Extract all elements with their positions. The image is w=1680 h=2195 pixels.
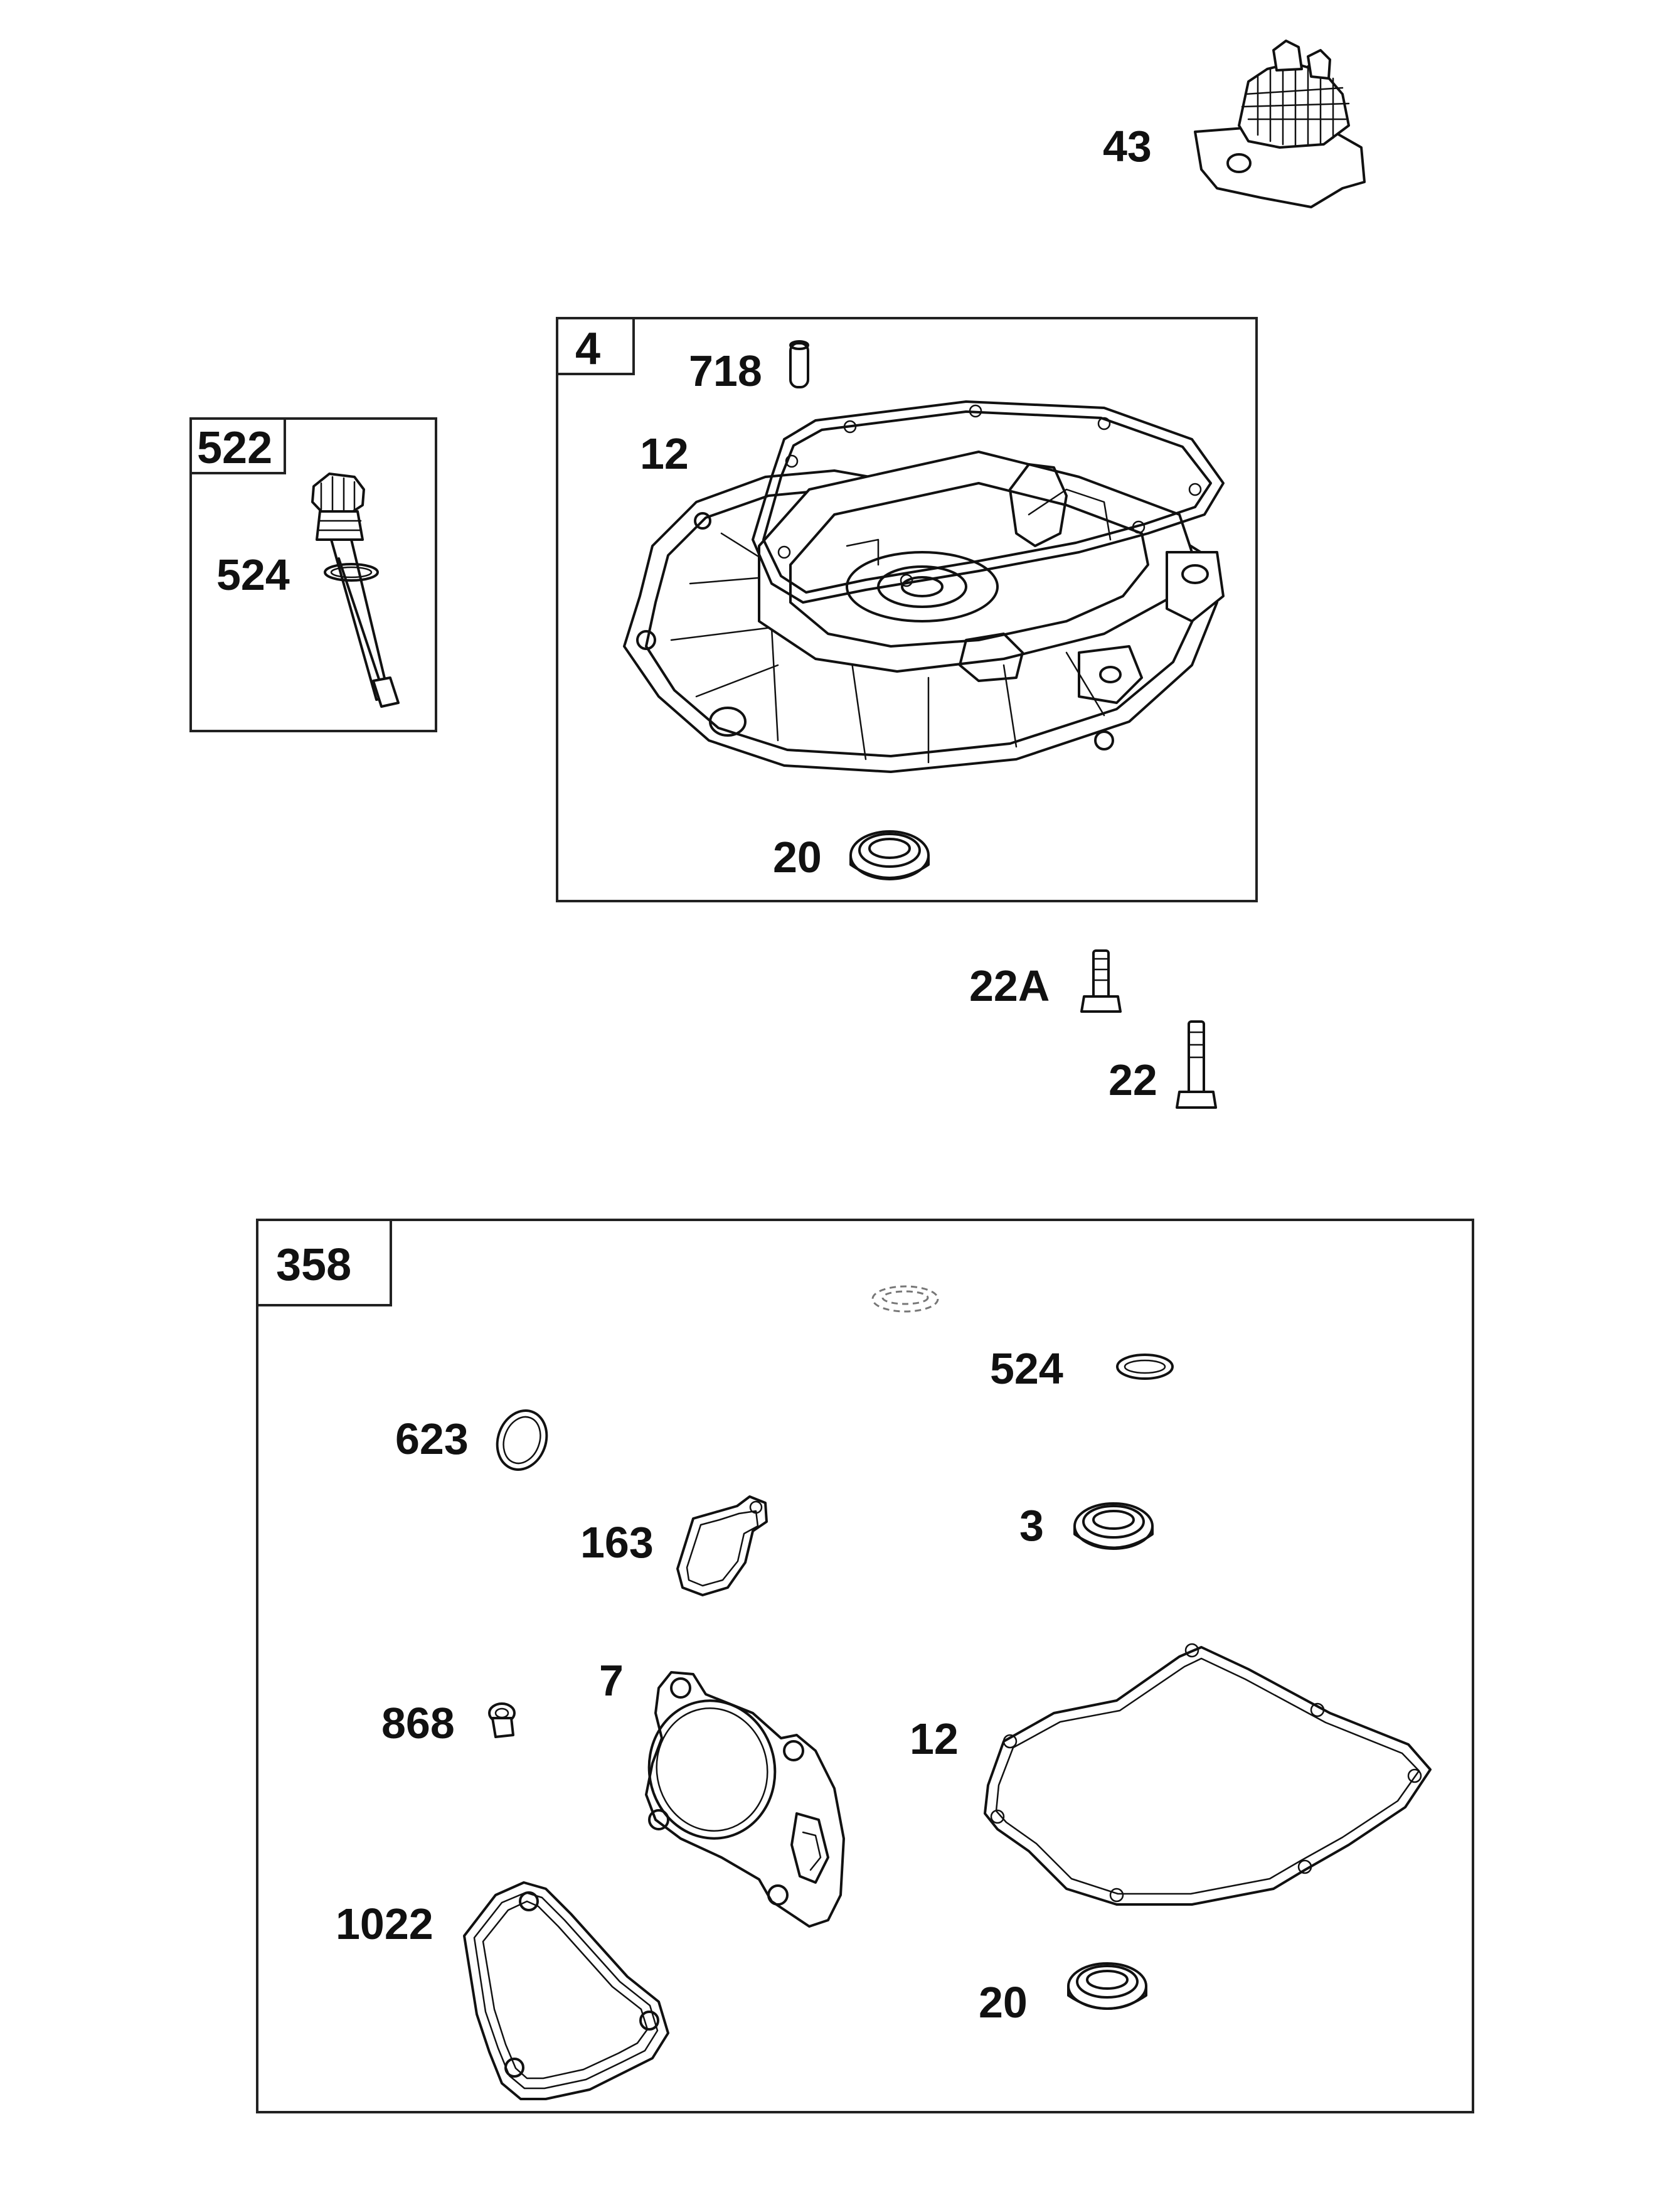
callout-718: 718 <box>689 346 762 395</box>
head-gasket-part-7[interactable] <box>638 1671 845 1928</box>
dowel-pin-part-718[interactable] <box>789 340 809 388</box>
callout-22A: 22A <box>969 961 1050 1010</box>
plug-part-868[interactable] <box>488 1702 516 1738</box>
o-ring-part-623[interactable] <box>489 1404 555 1477</box>
group-4-tab-label: 4 <box>575 324 600 374</box>
oil-seal-part-20-top[interactable] <box>849 830 930 880</box>
o-ring-part-524-kit[interactable] <box>1116 1354 1174 1380</box>
callout-868: 868 <box>381 1699 455 1748</box>
oil-seal-part-3[interactable] <box>1073 1502 1154 1550</box>
callout-20-top: 20 <box>773 833 822 882</box>
group-522-tab-label: 522 <box>197 423 272 473</box>
governor-gear-part-43[interactable] <box>1194 40 1366 208</box>
callout-7: 7 <box>599 1656 624 1705</box>
callout-43: 43 <box>1103 122 1152 171</box>
group-358-box <box>256 1219 1474 2113</box>
dipstick-part-522[interactable] <box>311 473 400 708</box>
callout-163: 163 <box>580 1518 654 1567</box>
callout-623: 623 <box>395 1414 469 1463</box>
sump-cover-part-4[interactable] <box>623 400 1225 773</box>
callout-1022: 1022 <box>336 1899 433 1948</box>
group-358-tab-label: 358 <box>276 1240 351 1290</box>
valve-cover-gasket-part-1022[interactable] <box>463 1881 669 2100</box>
sump-gasket-part-12-kit[interactable] <box>984 1643 1432 1906</box>
oil-seal-part-20-kit[interactable] <box>1067 1962 1147 2010</box>
callout-524-kit: 524 <box>990 1344 1063 1393</box>
dashed-ring-outline <box>871 1285 939 1313</box>
callout-3: 3 <box>1019 1501 1044 1550</box>
callout-12-kit: 12 <box>910 1714 959 1763</box>
group-522-box <box>189 417 437 732</box>
callout-22: 22 <box>1108 1055 1157 1104</box>
group-4-box <box>556 317 1258 902</box>
bolt-part-22[interactable] <box>1176 1020 1217 1109</box>
callout-20-kit: 20 <box>979 1978 1028 2027</box>
bolt-part-22A[interactable] <box>1080 949 1122 1013</box>
callout-524-top: 524 <box>216 550 290 599</box>
o-ring-part-524-dipstick[interactable] <box>324 563 379 582</box>
gasket-part-163[interactable] <box>676 1495 768 1596</box>
callout-12-top: 12 <box>640 429 689 478</box>
